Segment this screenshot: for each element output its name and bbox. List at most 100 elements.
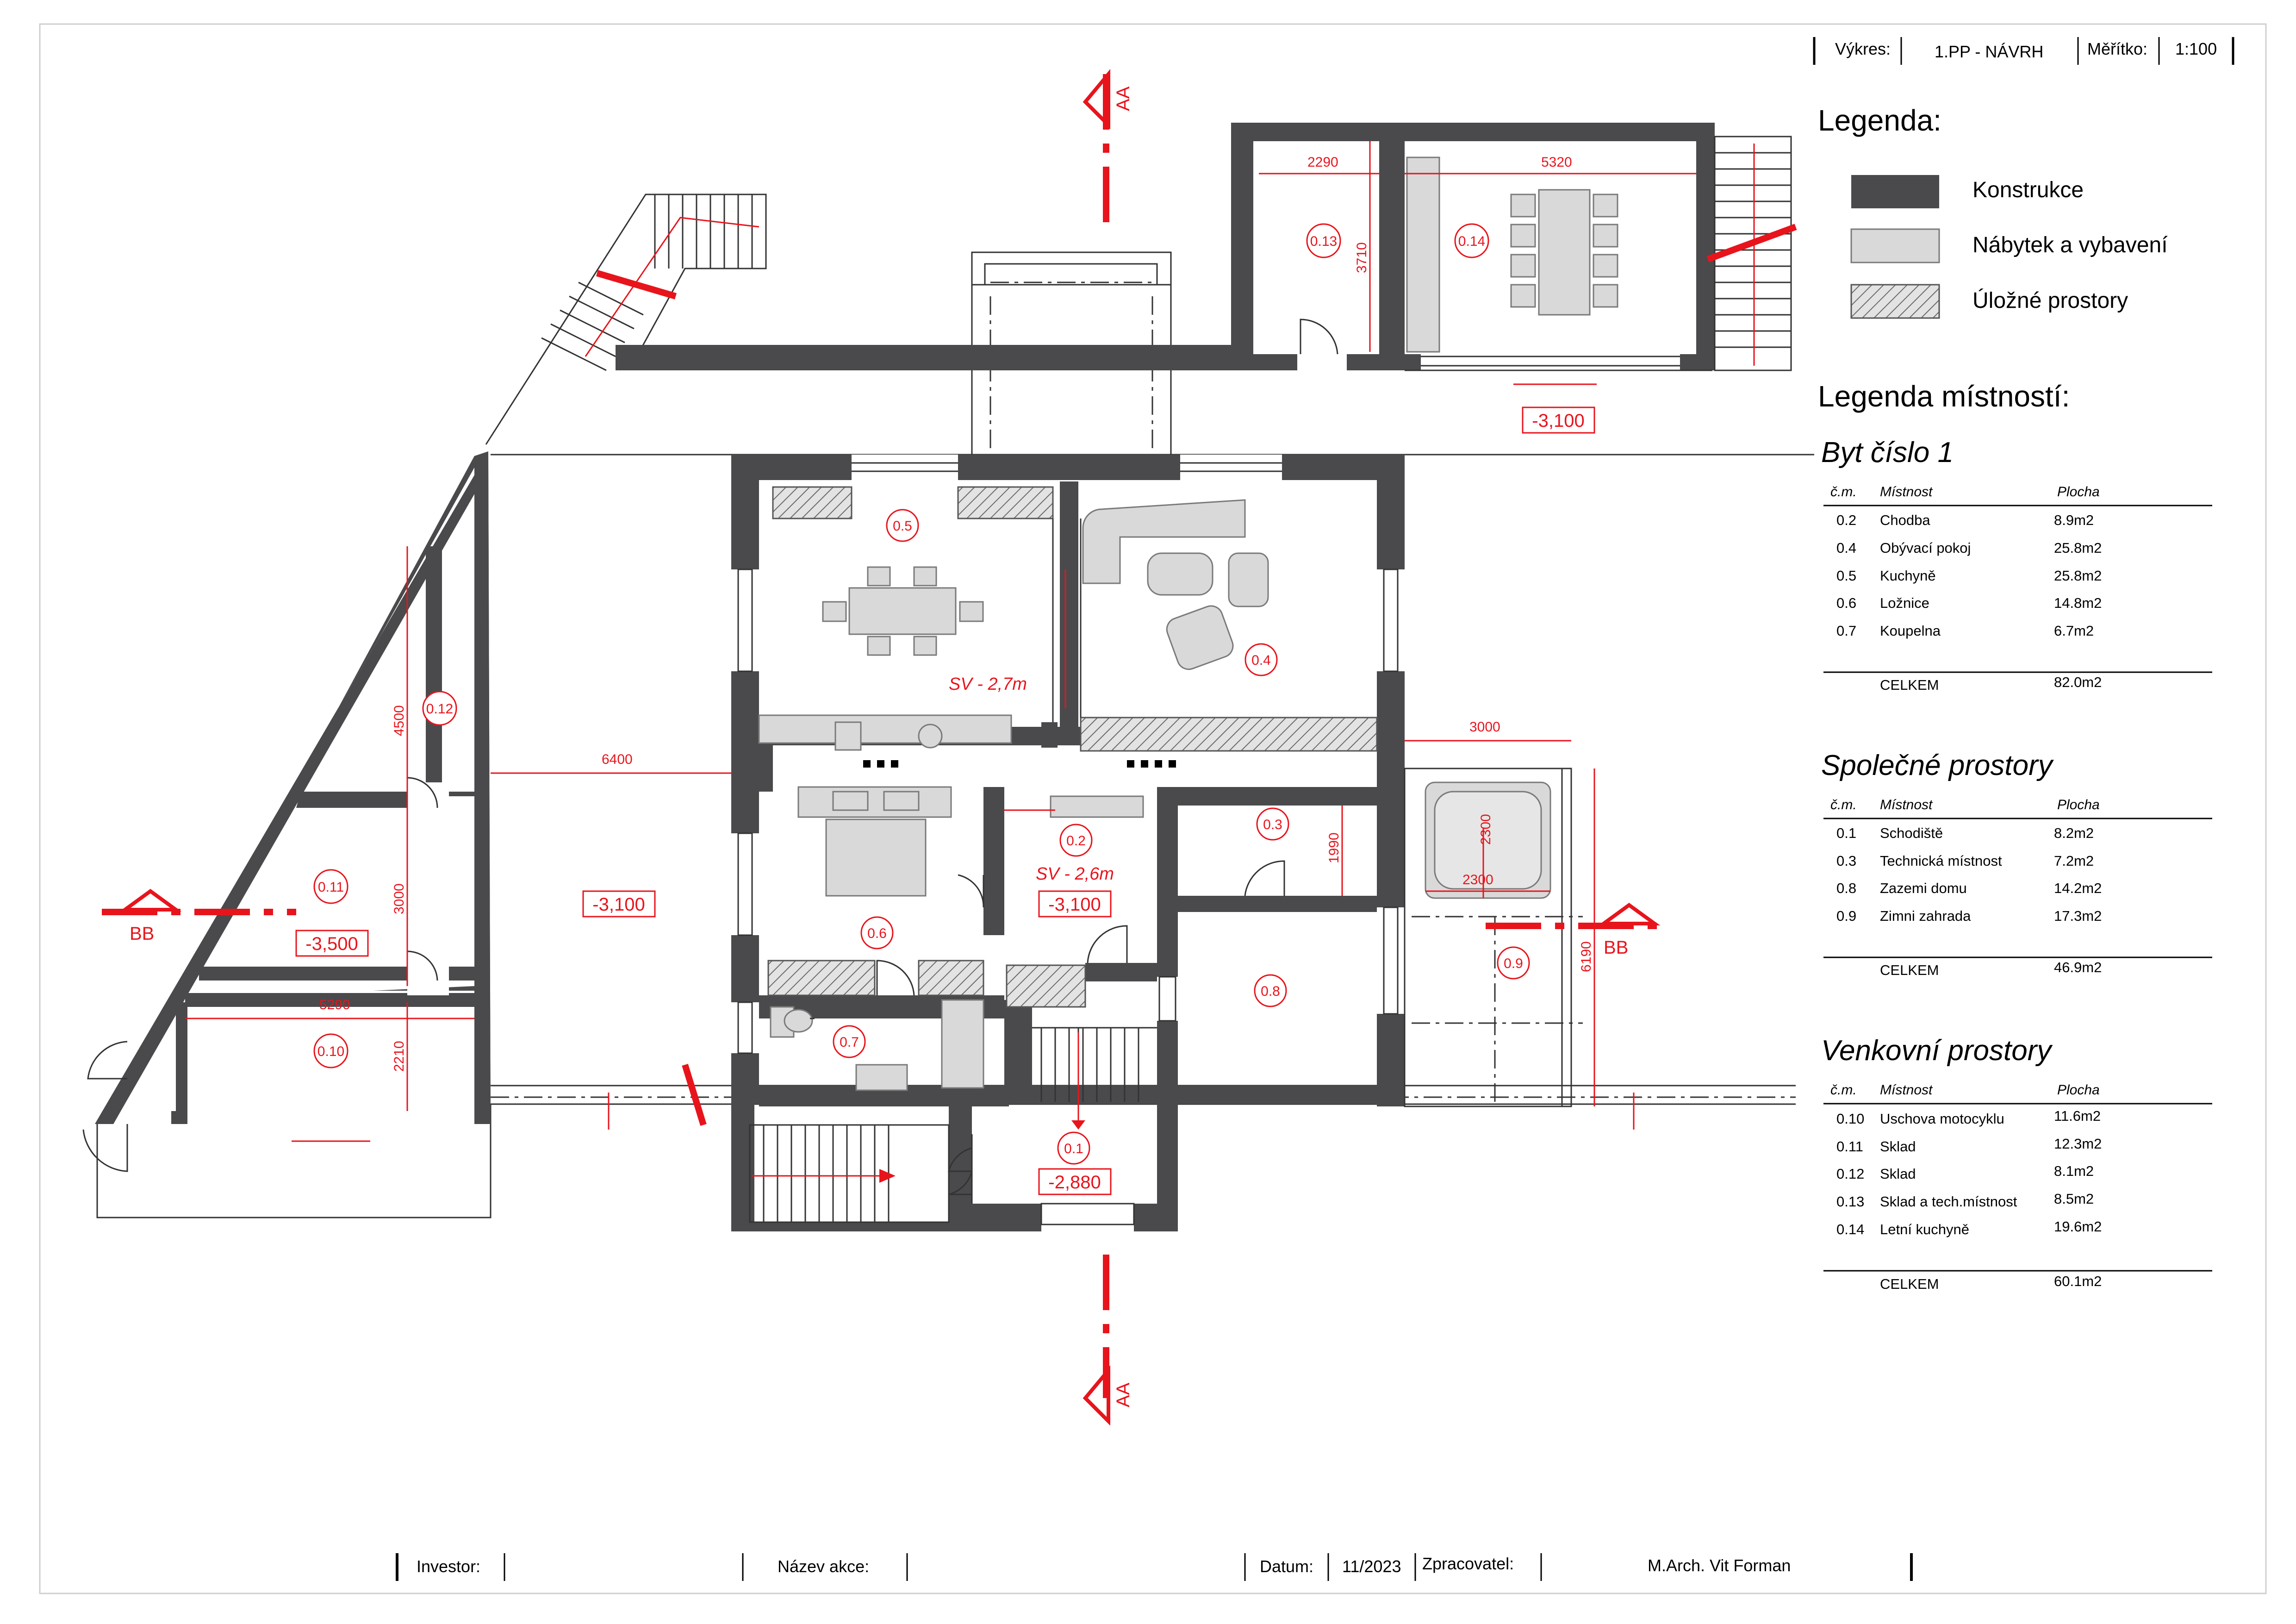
level-label: -3,500 <box>305 934 358 954</box>
center-lines <box>491 281 1796 1102</box>
col-room-header: Místnost <box>1880 797 1933 812</box>
author-label: Zpracovatel: <box>1422 1554 1514 1573</box>
svg-text:0.5: 0.5 <box>1836 568 1856 584</box>
drawing-label: Výkres: <box>1835 39 1891 58</box>
svg-text:Zimni zahrada: Zimni zahrada <box>1880 908 1971 924</box>
svg-text:0.13: 0.13 <box>1836 1193 1864 1210</box>
col-num-header: č.m. <box>1830 797 1857 812</box>
dim-label: 5320 <box>1541 155 1572 170</box>
table-row: 0.14 Letní kuchyně 19.6m2 <box>1836 1218 2102 1237</box>
title-block: Výkres: 1.PP - NÁVRH Měřítko: 1:100 <box>1813 37 2234 65</box>
room-number: 0.7 <box>840 1035 859 1050</box>
dim-label: 3000 <box>392 883 407 914</box>
winter-garden <box>1404 768 1572 1107</box>
svg-text:8.5m2: 8.5m2 <box>2054 1191 2094 1207</box>
date-value: 11/2023 <box>1342 1557 1401 1576</box>
footer-title-block: Investor: Název akce: Datum: 11/2023 Zpr… <box>396 1553 1913 1581</box>
room-number: 0.8 <box>1261 984 1280 999</box>
room-number: 0.5 <box>893 518 912 534</box>
svg-text:0.2: 0.2 <box>1836 512 1856 528</box>
scale-label: Měřítko: <box>2087 39 2147 58</box>
room-number: 0.10 <box>317 1044 344 1059</box>
svg-text:0.3: 0.3 <box>1836 853 1856 869</box>
level-markers: -3,100 -3,100 -2,880 -3,500 -3,100 SV - … <box>295 406 1595 1195</box>
svg-text:17.3m2: 17.3m2 <box>2054 908 2102 924</box>
svg-text:Chodba: Chodba <box>1880 512 1930 528</box>
svg-text:Letní kuchyně: Letní kuchyně <box>1880 1221 1969 1237</box>
svg-text:25.8m2: 25.8m2 <box>2054 568 2102 584</box>
room-number: 0.1 <box>1064 1141 1083 1156</box>
svg-text:Uschova motocyklu: Uschova motocyklu <box>1880 1111 2004 1127</box>
legend-label-construction: Konstrukce <box>1972 178 2084 202</box>
room-number: 0.4 <box>1251 653 1271 668</box>
total-value: 82.0m2 <box>2054 674 2102 690</box>
level-label: -3,100 <box>1532 411 1584 431</box>
dim-label: 3710 <box>1354 242 1369 273</box>
col-area-header: Plocha <box>2057 1082 2100 1098</box>
group-title: Společné prostory <box>1821 750 2054 781</box>
level-label: -3,100 <box>1048 894 1101 915</box>
room-number: 0.9 <box>1504 956 1523 971</box>
svg-text:Sklad: Sklad <box>1880 1138 1916 1155</box>
section-label-aa-top: AA <box>1113 86 1133 111</box>
svg-text:Zazemi domu: Zazemi domu <box>1880 880 1967 896</box>
svg-text:12.3m2: 12.3m2 <box>2054 1136 2102 1152</box>
svg-text:14.8m2: 14.8m2 <box>2054 595 2102 611</box>
legend: Legenda: Konstrukce Nábytek a vybavení Ú… <box>1818 104 2168 319</box>
svg-text:Schodiště: Schodiště <box>1880 825 1943 841</box>
total-value: 46.9m2 <box>2054 959 2102 975</box>
svg-text:25.8m2: 25.8m2 <box>2054 540 2102 556</box>
col-num-header: č.m. <box>1830 484 1857 500</box>
group-title: Byt číslo 1 <box>1821 437 1954 468</box>
room-number: 0.2 <box>1066 833 1086 849</box>
legend-swatch-construction <box>1851 175 1939 208</box>
legend-swatch-storage <box>1850 284 1940 319</box>
section-label-bb-left: BB <box>130 924 154 944</box>
room-number: 0.6 <box>867 926 887 941</box>
date-label: Datum: <box>1260 1557 1313 1576</box>
total-value: 60.1m2 <box>2054 1273 2102 1289</box>
svg-text:Koupelna: Koupelna <box>1880 623 1941 639</box>
room-number: 0.3 <box>1263 817 1282 832</box>
svg-text:0.1: 0.1 <box>1836 825 1856 841</box>
dim-label: 2300 <box>1478 814 1493 845</box>
svg-text:Ložnice: Ložnice <box>1880 595 1929 611</box>
floor-plan: 6400 4500 3000 2210 5290 2290 3710 5320 … <box>82 69 1814 1426</box>
table-row: 0.5 Kuchyně 25.8m2 <box>1836 568 2102 584</box>
left-wing <box>82 451 491 1172</box>
total-label: CELKEM <box>1880 677 1939 693</box>
svg-text:Obývací pokoj: Obývací pokoj <box>1880 540 1971 556</box>
svg-text:Sklad: Sklad <box>1880 1166 1916 1182</box>
svg-text:0.12: 0.12 <box>1836 1166 1864 1182</box>
legend-swatch-furniture <box>1850 228 1940 263</box>
dim-label: 6190 <box>1579 941 1594 972</box>
scale-value: 1:100 <box>2175 39 2217 58</box>
legend-label-furniture: Nábytek a vybavení <box>1972 233 2168 257</box>
room-number: 0.13 <box>1310 234 1337 249</box>
svg-text:14.2m2: 14.2m2 <box>2054 880 2102 896</box>
svg-text:Sklad a tech.místnost: Sklad a tech.místnost <box>1880 1193 2017 1210</box>
legend-title: Legenda: <box>1818 104 1941 137</box>
dim-label: 2290 <box>1307 155 1338 170</box>
svg-text:0.14: 0.14 <box>1836 1221 1864 1237</box>
action-label: Název akce: <box>778 1557 869 1576</box>
table-row: 0.13 Sklad a tech.místnost 8.5m2 <box>1836 1191 2094 1210</box>
dim-label: 2300 <box>1462 872 1493 887</box>
total-label: CELKEM <box>1880 1276 1939 1292</box>
col-num-header: č.m. <box>1830 1082 1857 1098</box>
legend-label-storage: Úložné prostory <box>1972 288 2128 313</box>
stair-upper-left <box>485 194 767 445</box>
svg-text:19.6m2: 19.6m2 <box>2054 1218 2102 1235</box>
svg-text:0.11: 0.11 <box>1836 1138 1863 1155</box>
sheet-frame <box>39 23 2267 1594</box>
room-legend-title: Legenda místností: <box>1818 380 2070 413</box>
dim-label: 2210 <box>392 1041 407 1072</box>
svg-text:Kuchyně: Kuchyně <box>1880 568 1936 584</box>
